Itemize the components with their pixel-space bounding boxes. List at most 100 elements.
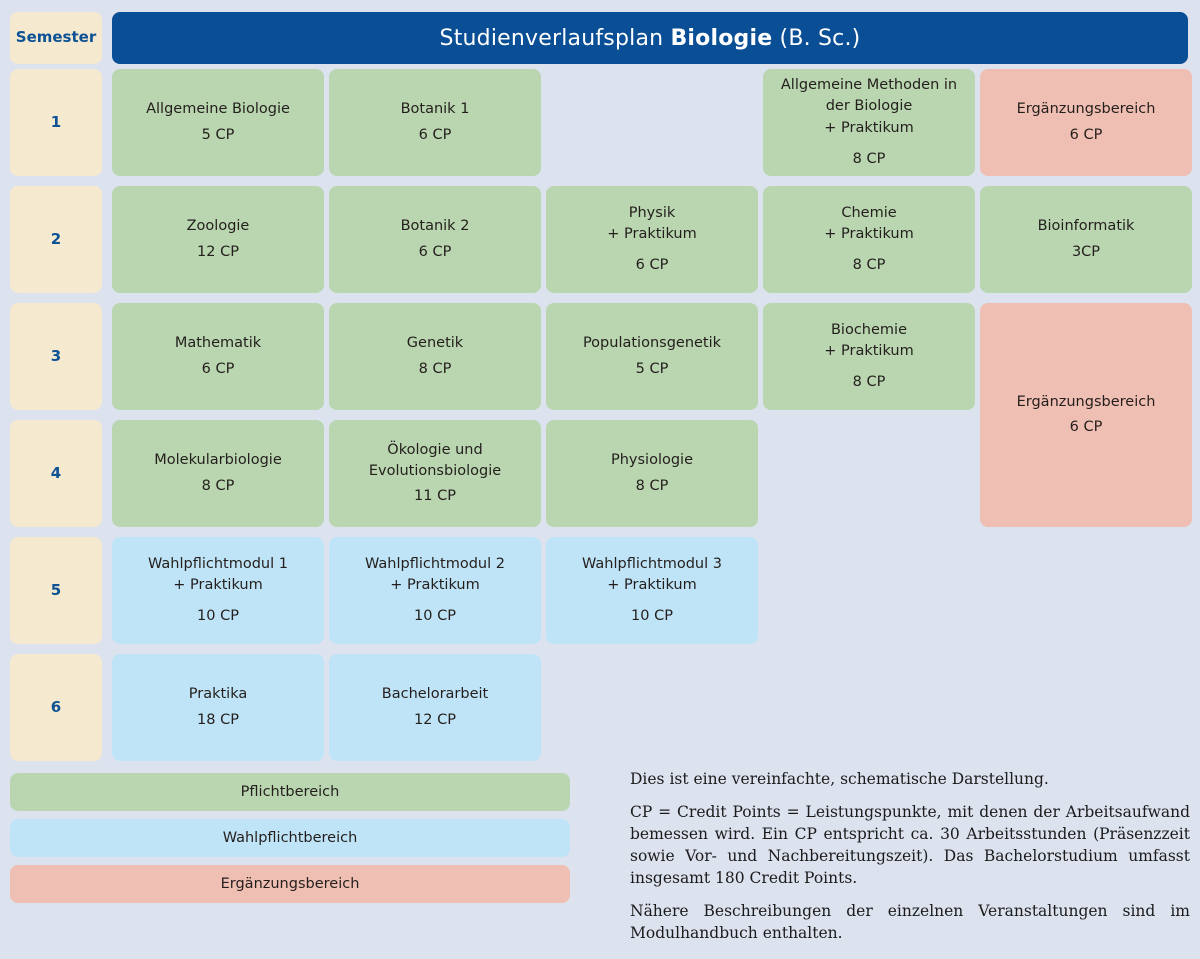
legend-item-mandatory: Pflichtbereich bbox=[10, 773, 570, 811]
semester-cell-2: 2 bbox=[10, 186, 102, 293]
module-credit-points: 8 CP bbox=[852, 150, 886, 167]
module-name: Allgemeine Biologie bbox=[146, 101, 290, 118]
module-name: Zoologie bbox=[186, 218, 250, 235]
module-card-bachelorarbeit: Bachelorarbeit 12 CP bbox=[329, 654, 541, 761]
semester-number: 3 bbox=[50, 346, 62, 365]
title-suffix: (B. Sc.) bbox=[772, 25, 861, 51]
module-name: Bioinformatik bbox=[1037, 218, 1135, 235]
module-practical: + Praktikum bbox=[173, 576, 263, 593]
module-credit-points: 5 CP bbox=[201, 126, 235, 143]
module-card-ergaenzungsbereich-1: Ergänzungsbereich 6 CP bbox=[980, 69, 1192, 176]
module-card-allgemeine-biologie: Allgemeine Biologie 5 CP bbox=[112, 69, 324, 176]
legend-label: Pflichtbereich bbox=[240, 784, 340, 800]
note-paragraph-2: CP = Credit Points = Leistungspunkte, mi… bbox=[630, 803, 1190, 887]
module-practical: + Praktikum bbox=[607, 576, 697, 593]
semester-number: 2 bbox=[50, 229, 62, 248]
module-name: Allgemeine Methoden in der Biologie bbox=[780, 77, 958, 115]
module-practical: + Praktikum bbox=[390, 576, 480, 593]
module-card-physiologie: Physiologie 8 CP bbox=[546, 420, 758, 527]
title-subject: Biologie bbox=[670, 25, 773, 51]
legend-item-elective: Wahlpflichtbereich bbox=[10, 819, 570, 857]
module-name: Ökologie und Evolutionsbiologie bbox=[368, 441, 502, 479]
module-credit-points: 6 CP bbox=[418, 243, 452, 260]
module-card-ergaenzungsbereich-2: Ergänzungsbereich 6 CP bbox=[980, 303, 1192, 527]
module-name: Ergänzungsbereich bbox=[1016, 393, 1156, 410]
module-credit-points: 8 CP bbox=[635, 477, 669, 494]
semester-cell-6: 6 bbox=[10, 654, 102, 761]
module-name: Ergänzungsbereich bbox=[1016, 101, 1156, 118]
module-credit-points: 3CP bbox=[1071, 243, 1101, 260]
module-name: Botanik 1 bbox=[400, 101, 470, 118]
module-card-chemie: Chemie + Praktikum 8 CP bbox=[763, 186, 975, 293]
module-card-zoologie: Zoologie 12 CP bbox=[112, 186, 324, 293]
module-credit-points: 6 CP bbox=[418, 126, 452, 143]
module-card-mathematik: Mathematik 6 CP bbox=[112, 303, 324, 410]
module-credit-points: 6 CP bbox=[1069, 419, 1103, 435]
module-name: Chemie bbox=[841, 204, 897, 221]
module-card-bioinformatik: Bioinformatik 3CP bbox=[980, 186, 1192, 293]
module-card-biochemie: Biochemie + Praktikum 8 CP bbox=[763, 303, 975, 410]
module-credit-points: 12 CP bbox=[414, 711, 456, 728]
semester-number: 6 bbox=[50, 697, 62, 716]
module-name: Botanik 2 bbox=[400, 218, 470, 235]
module-card-wahlpflichtmodul-2: Wahlpflichtmodul 2 + Praktikum 10 CP bbox=[329, 537, 541, 644]
semester-cell-5: 5 bbox=[10, 537, 102, 644]
module-credit-points: 6 CP bbox=[635, 257, 669, 273]
module-practical: + Praktikum bbox=[607, 225, 697, 242]
module-credit-points: 11 CP bbox=[414, 488, 456, 504]
semester-header-label: Semester bbox=[15, 28, 97, 47]
module-name: Molekularbiologie bbox=[154, 452, 282, 469]
module-name: Bachelorarbeit bbox=[381, 686, 489, 703]
module-credit-points: 8 CP bbox=[201, 477, 235, 494]
module-card-botanik-2: Botanik 2 6 CP bbox=[329, 186, 541, 293]
module-name: Wahlpflichtmodul 2 bbox=[365, 555, 505, 572]
module-card-wahlpflichtmodul-3: Wahlpflichtmodul 3 + Praktikum 10 CP bbox=[546, 537, 758, 644]
module-credit-points: 10 CP bbox=[631, 608, 673, 624]
semester-cell-1: 1 bbox=[10, 69, 102, 176]
module-name: Physiologie bbox=[610, 452, 694, 469]
semester-number: 1 bbox=[50, 112, 62, 131]
legend-label: Ergänzungsbereich bbox=[220, 876, 360, 892]
semester-column-header: Semester bbox=[10, 12, 102, 64]
module-card-oekologie-evolution: Ökologie und Evolutionsbiologie 11 CP bbox=[329, 420, 541, 527]
note-paragraph-1: Dies ist eine vereinfachte, schematische… bbox=[630, 770, 1049, 788]
module-credit-points: 12 CP bbox=[197, 243, 239, 260]
title-prefix: Studienverlaufsplan bbox=[439, 25, 671, 51]
module-credit-points: 8 CP bbox=[852, 374, 886, 390]
note-paragraph-3: Nähere Beschreibungen der einzelnen Vera… bbox=[630, 902, 1190, 942]
module-credit-points: 10 CP bbox=[197, 608, 239, 624]
explanatory-notes: Dies ist eine vereinfachte, schematische… bbox=[630, 768, 1190, 944]
module-card-praktika: Praktika 18 CP bbox=[112, 654, 324, 761]
module-card-molekularbiologie: Molekularbiologie 8 CP bbox=[112, 420, 324, 527]
module-name: Physik bbox=[628, 204, 676, 221]
module-name: Mathematik bbox=[174, 335, 262, 352]
module-card-physik: Physik + Praktikum 6 CP bbox=[546, 186, 758, 293]
module-name: Wahlpflichtmodul 1 bbox=[148, 555, 288, 572]
module-credit-points: 6 CP bbox=[1069, 126, 1103, 143]
module-practical: + Praktikum bbox=[824, 119, 914, 136]
module-name: Biochemie bbox=[830, 321, 907, 338]
legend-item-supplement: Ergänzungsbereich bbox=[10, 865, 570, 903]
module-practical: + Praktikum bbox=[824, 342, 914, 359]
module-card-wahlpflichtmodul-1: Wahlpflichtmodul 1 + Praktikum 10 CP bbox=[112, 537, 324, 644]
semester-cell-4: 4 bbox=[10, 420, 102, 527]
semester-number: 4 bbox=[50, 463, 62, 482]
module-name: Genetik bbox=[406, 335, 464, 352]
module-card-botanik-1: Botanik 1 6 CP bbox=[329, 69, 541, 176]
semester-number: 5 bbox=[50, 580, 62, 599]
module-card-allgemeine-methoden: Allgemeine Methoden in der Biologie + Pra… bbox=[763, 69, 975, 176]
semester-cell-3: 3 bbox=[10, 303, 102, 410]
module-name: Populationsgenetik bbox=[582, 335, 722, 352]
module-name: Wahlpflichtmodul 3 bbox=[582, 555, 722, 572]
module-credit-points: 5 CP bbox=[635, 360, 669, 377]
legend-label: Wahlpflichtbereich bbox=[222, 830, 358, 846]
module-name: Praktika bbox=[188, 686, 248, 703]
page-title: Studienverlaufsplan Biologie (B. Sc.) bbox=[112, 12, 1188, 64]
module-credit-points: 8 CP bbox=[852, 257, 886, 273]
module-practical: + Praktikum bbox=[824, 225, 914, 242]
module-credit-points: 18 CP bbox=[197, 711, 239, 728]
module-credit-points: 10 CP bbox=[414, 608, 456, 624]
module-credit-points: 6 CP bbox=[201, 360, 235, 377]
